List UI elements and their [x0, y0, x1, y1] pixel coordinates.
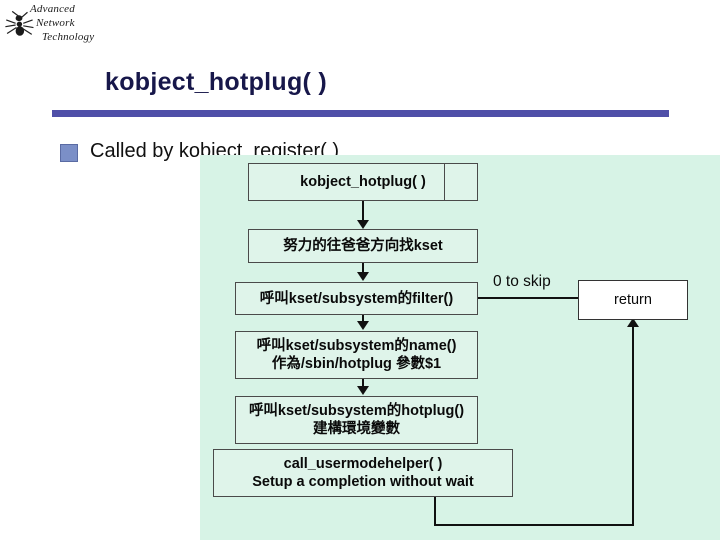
connector-filter-to-return	[478, 297, 578, 299]
connector-return-vertical	[632, 320, 634, 526]
page-title: kobject_hotplug( )	[105, 68, 328, 96]
node-find-kset[interactable]: 努力的往爸爸方向找kset	[248, 229, 478, 263]
logo-band: Advanced Network Technology	[0, 0, 200, 50]
connector-hotplug-to-kset	[362, 201, 364, 223]
node-call-usermodehelper-label-2: Setup a completion without wait	[252, 474, 474, 490]
logo-line-1: Advanced	[30, 3, 75, 15]
ant-icon	[5, 10, 34, 36]
node-call-hotplug-label-1: 呼叫kset/subsystem的hotplug()	[248, 403, 465, 419]
connector-usermode-to-bottom	[434, 497, 436, 526]
connector-bottom-horizontal	[434, 524, 634, 526]
connector-kset-to-filter	[362, 263, 364, 274]
node-find-kset-label: 努力的往爸爸方向找kset	[283, 238, 443, 254]
logo-line-2: Network	[36, 17, 75, 29]
node-call-filter-label: 呼叫kset/subsystem的filter()	[259, 290, 454, 307]
node-kobject-hotplug-label: kobject_hotplug( )	[300, 174, 426, 190]
title-divider	[52, 110, 669, 117]
arrow-filter-to-name-icon	[357, 321, 369, 330]
node-kobject-hotplug[interactable]: kobject_hotplug( )	[248, 163, 478, 201]
node-call-name-label-2: 作為/sbin/hotplug 參數$1	[271, 356, 442, 372]
arrow-hotplug-to-kset-icon	[357, 220, 369, 229]
node-return[interactable]: return	[578, 280, 688, 320]
logo-line-3: Technology	[42, 31, 95, 43]
node-call-hotplug[interactable]: 呼叫kset/subsystem的hotplug() 建構環境變數	[235, 396, 478, 444]
bullet-marker-icon	[60, 143, 78, 162]
connector-name-to-hotplugcall	[362, 379, 364, 388]
node-call-name[interactable]: 呼叫kset/subsystem的name() 作為/sbin/hotplug …	[235, 331, 478, 379]
connector-filter-to-name	[362, 315, 364, 323]
node-call-filter[interactable]: 呼叫kset/subsystem的filter()	[235, 282, 478, 315]
arrow-name-to-hotplugcall-icon	[357, 386, 369, 395]
flowchart: kobject_hotplug( ) 努力的往爸爸方向找kset 呼叫kset/…	[200, 155, 720, 540]
logo-text: Advanced Network Technology	[26, 2, 94, 44]
node-return-label: return	[614, 292, 652, 308]
node-kobject-hotplug-divider	[444, 164, 445, 200]
arrow-kset-to-filter-icon	[357, 272, 369, 281]
node-call-usermodehelper[interactable]: call_usermodehelper( ) Setup a completio…	[213, 449, 513, 497]
edge-label-skip: 0 to skip	[493, 273, 551, 290]
arrow-return-up-icon	[627, 318, 639, 327]
node-call-name-label-1: 呼叫kset/subsystem的name()	[256, 338, 457, 354]
node-call-usermodehelper-label-1: call_usermodehelper( )	[283, 456, 443, 472]
node-call-hotplug-label-2: 建構環境變數	[313, 421, 400, 437]
